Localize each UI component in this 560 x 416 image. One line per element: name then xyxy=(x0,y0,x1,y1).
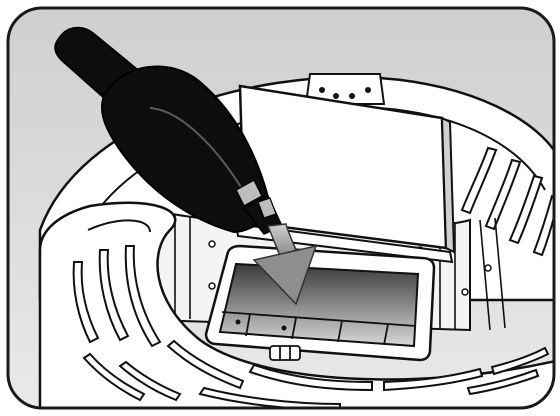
opening-inner xyxy=(220,264,418,346)
bottom-fitting xyxy=(270,346,300,360)
